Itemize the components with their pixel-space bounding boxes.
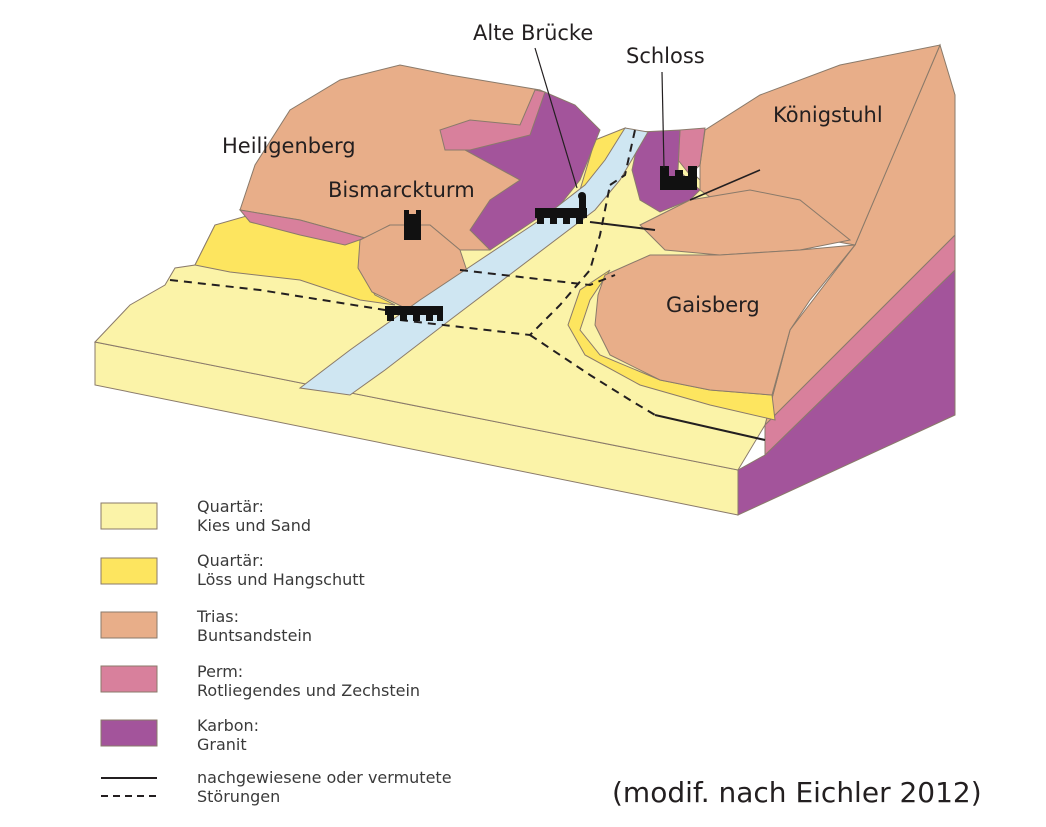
label-heiligenberg: Heiligenberg [222,134,356,158]
legend-swatch [100,665,158,693]
legend-line1: Trias: [196,607,239,626]
legend-line1: Perm: [197,662,243,681]
fault-southeast-solid [654,414,766,441]
river [298,127,649,396]
legend-fault-line2: Störungen [197,787,280,806]
tower-icon-bismarckturm [404,210,421,240]
legend-item-faults: nachgewiesene oder vermutete Störungen [101,768,452,806]
fault-southeast-dashed [529,334,656,416]
area-trias-gaisberg [594,244,857,396]
legend-line1: Quartär: [197,497,264,516]
castle-icon-schloss [660,166,697,190]
fault-center-dashed [399,184,611,337]
legend-line1: Quartär: [197,551,264,570]
area-perm-heiligenberg-valley [439,89,546,151]
label-bismarckturm: Bismarckturm [328,178,475,202]
fault-gaisberg-solid [589,221,656,231]
block-right-face-granite [737,268,956,516]
legend-item-loess-hangschutt: Quartär: Löss und Hangschutt [100,551,365,589]
legend-line2: Rotliegendes und Zechstein [197,681,420,700]
legend: Quartär: Kies und Sand Quartär: Löss und… [100,497,452,806]
legend-item-buntsandstein: Trias: Buntsandstein [100,607,312,645]
bridge-icon-alte-bruecke [535,192,587,224]
label-schloss: Schloss [626,44,705,68]
leader-alte-bruecke [534,47,578,189]
legend-swatch [100,611,158,639]
legend-swatch [100,557,158,585]
legend-line2: Kies und Sand [197,516,311,535]
fault-left-dashed [169,279,386,311]
label-koenigstuhl: Königstuhl [773,103,883,127]
fault-schloss-dashed [609,129,636,186]
label-gaisberg: Gaisberg [666,293,760,317]
legend-item-rotliegendes-zechstein: Perm: Rotliegendes und Zechstein [100,662,420,700]
label-alte-bruecke: Alte Brücke [473,21,593,45]
area-trias-middle-ridge [639,189,852,256]
credit: (modif. nach Eichler 2012) [612,776,982,809]
legend-fault-line1: nachgewiesene oder vermutete [197,768,452,787]
area-perm-heiligenberg [238,209,367,246]
legend-item-granit: Karbon: Granit [100,716,259,754]
legend-item-kies-sand: Quartär: Kies und Sand [100,497,311,535]
legend-line2: Granit [197,735,247,754]
legend-swatch [100,502,158,530]
fault-koenigstuhl-solid [689,169,761,201]
leader-schloss [661,71,665,169]
legend-line1: Karbon: [197,716,259,735]
bridge-icon-lower [385,306,443,321]
legend-line2: Buntsandstein [197,626,312,645]
legend-swatch [100,719,158,747]
legend-line2: Löss und Hangschutt [197,570,365,589]
fault-river-dashed [459,269,616,287]
